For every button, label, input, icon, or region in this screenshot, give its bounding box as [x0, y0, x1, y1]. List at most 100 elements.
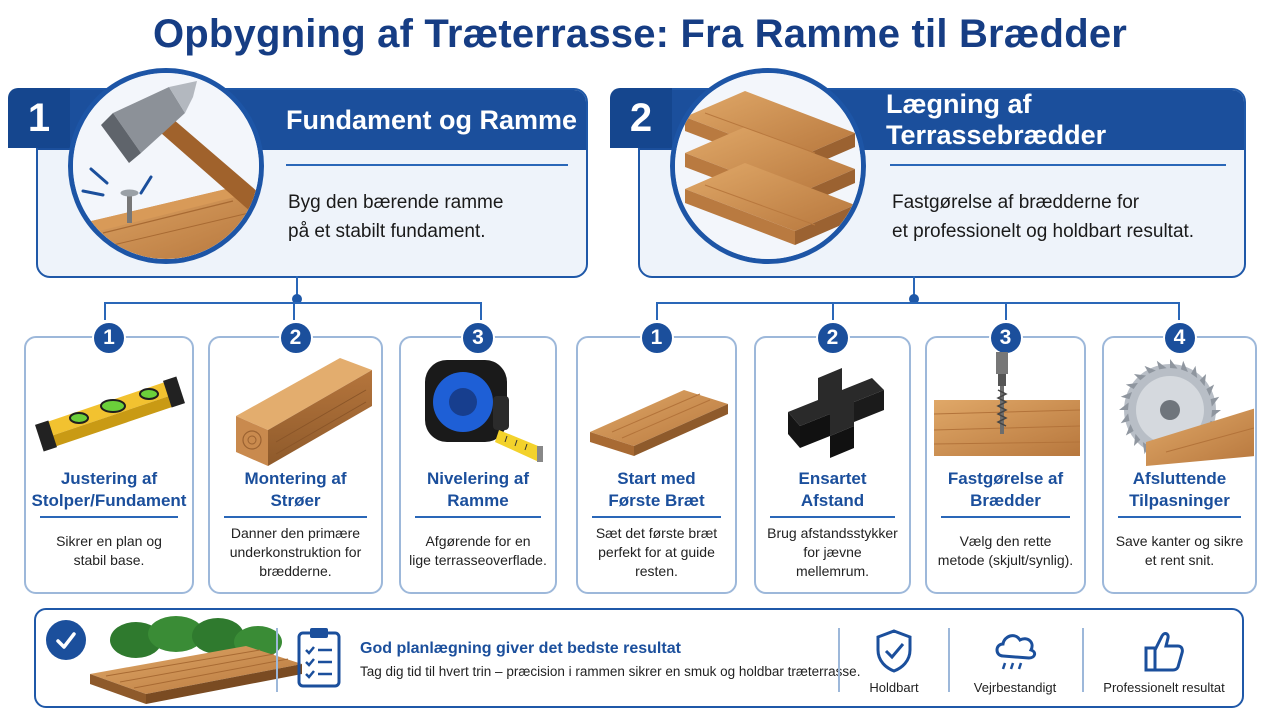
step-title: Montering af Strøer: [244, 469, 347, 510]
page-title: Opbygning af Træterrasse: Fra Ramme til …: [152, 12, 1128, 56]
feature-durable: Holdbart: [848, 624, 940, 704]
section-boards: Lægning af Terrassebrædder Fastgørelse a…: [610, 68, 1246, 278]
saw-tooth: [1142, 442, 1149, 455]
timber-beam-icon: [210, 352, 381, 466]
section-number: 1: [8, 88, 70, 148]
section-title: Fundament og Ramme: [286, 104, 578, 135]
circular-saw-icon: [1104, 352, 1255, 466]
step-number-badge: 2: [815, 321, 850, 355]
step-description: Vælg den rette metode (skjult/synlig).: [937, 533, 1074, 568]
connector-line: [104, 302, 106, 320]
connector-dot: [909, 294, 919, 304]
step-description: Sæt det første bræt perfekt for at guide…: [595, 525, 718, 579]
footer-summary: God planlægning giver det bedste resulta…: [34, 608, 1244, 708]
finished-deck-icon: [76, 616, 306, 704]
connector-line: [296, 276, 298, 304]
clipboard-checklist-icon: [296, 626, 342, 688]
step-description: Afgørende for en lige terrasseoverflade.: [409, 533, 547, 568]
saw-tooth: [1118, 402, 1129, 410]
step-title: Afsluttende Tilpasninger: [1129, 469, 1230, 510]
saw-tooth: [1125, 424, 1134, 436]
tape-measure-icon: [401, 352, 555, 466]
step-number-badge: 1: [639, 321, 674, 355]
section-description: Fastgørelse af brædderne for et professi…: [892, 192, 1195, 242]
step-card-first-board: 1 Start med Første Bræt Sæt det første b…: [576, 321, 737, 594]
step-divider: [941, 516, 1070, 518]
step-description: Brug afstandsstykker for jævne mellemrum…: [767, 525, 898, 579]
step-number-badge: 3: [988, 321, 1023, 355]
spacer-cross-icon: [756, 352, 909, 466]
saw-tooth: [1205, 384, 1214, 396]
feature-label: Holdbart: [869, 680, 919, 695]
saw-tooth: [1210, 396, 1219, 407]
hammer-nail-icon: [68, 68, 264, 264]
feature-label: Vejrbestandigt: [973, 680, 1057, 695]
footer-divider: [1082, 628, 1084, 692]
step-title: Nivelering af Ramme: [426, 469, 530, 510]
thumbs-up-icon: [1142, 628, 1186, 679]
feature-label: Professionelt resultat: [1103, 680, 1225, 695]
connector-line: [656, 302, 658, 320]
saw-tooth: [1180, 360, 1188, 373]
footer-description: Tag dig tid til hvert trin – præcision i…: [360, 664, 861, 679]
step-card-final-adjustments: 4 Afsluttende Tilpasninger Save kanter o…: [1102, 321, 1257, 594]
step-title: Ensartet Afstand: [798, 469, 867, 510]
step-divider: [415, 516, 541, 518]
step-divider: [224, 516, 367, 518]
feature-professional: Professionelt resultat: [1092, 624, 1236, 704]
step-number-badge: 1: [92, 321, 126, 355]
step-title: Justering af Stolper/Fundament: [31, 469, 187, 510]
saw-tooth: [1133, 373, 1146, 381]
saw-tooth: [1156, 360, 1167, 370]
connector-line: [1178, 302, 1180, 320]
stacked-boards-icon: [670, 68, 866, 264]
connector-line: [913, 276, 915, 304]
step-divider: [1118, 516, 1241, 518]
spirit-level-icon: [26, 352, 192, 466]
saw-tooth: [1125, 382, 1138, 389]
section-title: Lægning af Terrassebrædder: [886, 89, 1107, 150]
connector-line: [480, 302, 482, 320]
connector-line: [656, 302, 1180, 304]
section-description: Byg den bærende ramme på et stabilt fund…: [288, 192, 504, 242]
step-number-badge: 3: [461, 321, 495, 355]
saw-tooth: [1120, 392, 1132, 400]
step-title: Fastgørelse af Brædder: [947, 469, 1064, 510]
step-divider: [592, 516, 721, 518]
connector-dot: [292, 294, 302, 304]
saw-tooth: [1190, 365, 1197, 378]
step-description: Sikrer en plan og stabil base.: [56, 533, 162, 568]
footer-divider: [948, 628, 950, 692]
saw-tooth: [1133, 433, 1140, 447]
step-title: Start med Første Bræt: [608, 469, 705, 510]
section-divider: [286, 164, 568, 166]
saw-tooth: [1210, 410, 1221, 418]
step-divider: [770, 516, 895, 518]
connector-line: [832, 302, 834, 320]
step-card-spacing: 2 Ensartet Afstand Brug afstandsstykker …: [754, 321, 911, 594]
section-foundation: Fundament og Ramme Byg den bærende ramme…: [8, 68, 588, 278]
saw-tooth: [1199, 373, 1206, 387]
feature-weatherproof: Vejrbestandigt: [956, 624, 1074, 704]
check-icon: [46, 620, 86, 660]
step-number-badge: 4: [1162, 321, 1197, 355]
section-number: 2: [610, 88, 672, 148]
footer-divider: [276, 628, 278, 692]
rain-cloud-icon: [991, 628, 1039, 679]
connector-line: [293, 302, 295, 320]
step-card-fastening: 3 Fastgørelse af Brædder Vælg den rette …: [925, 321, 1086, 594]
footer-title: God planlægning giver det bedste resulta…: [360, 640, 681, 657]
saw-tooth: [1120, 413, 1129, 424]
step-number-badge: 2: [278, 321, 313, 355]
step-divider: [40, 516, 178, 518]
step-description: Save kanter og sikre et rent snit.: [1115, 533, 1244, 568]
saw-tooth: [1169, 359, 1178, 369]
step-card-joists: 2 Montering af Strøer Danner den primære…: [208, 321, 383, 594]
saw-tooth: [1144, 365, 1156, 374]
footer-divider: [838, 628, 840, 692]
step-description: Danner den primære underkonstruktion for…: [229, 525, 362, 579]
step-card-frame-leveling: 3 Nivelering af Ramme Afgørende for en l…: [399, 321, 557, 594]
deck-board-icon: [578, 352, 735, 466]
section-divider: [890, 164, 1226, 166]
shield-check-icon: [874, 628, 914, 679]
